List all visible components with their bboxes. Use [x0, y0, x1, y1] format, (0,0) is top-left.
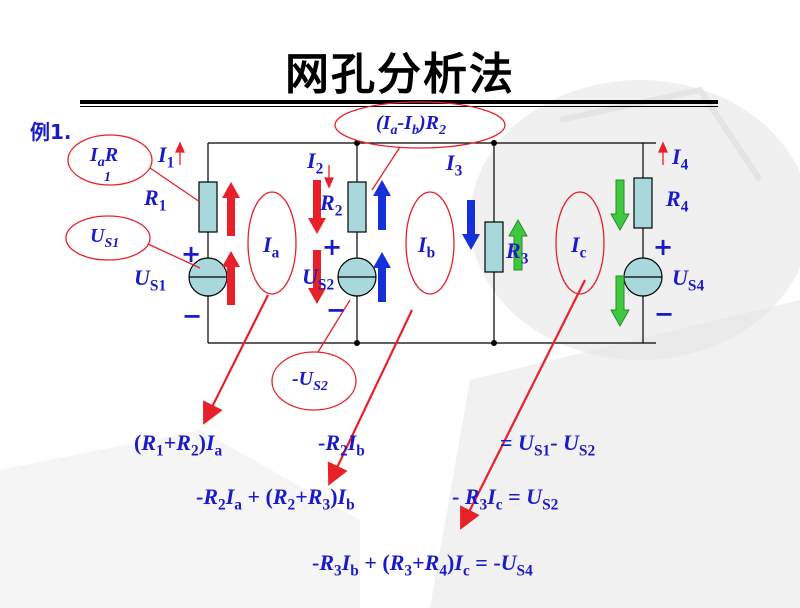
node-bottom-left	[354, 340, 360, 346]
bubble-us1: US1	[90, 225, 120, 251]
label-ia: Ia	[263, 232, 280, 262]
us4-minus: −	[654, 300, 675, 328]
equation-1-left: (R1+R2)Ia	[134, 430, 223, 460]
bubble-ia-r1-sub: 1	[104, 170, 111, 185]
resistor-r4	[633, 177, 653, 229]
mesh-b-arrows	[373, 180, 480, 302]
label-r3: R3	[506, 238, 529, 268]
page-title: 网孔分析法	[285, 49, 515, 100]
label-ic: Ic	[571, 232, 587, 262]
title-underline-thin	[80, 106, 718, 107]
equation-2-left: -R2Ia + (R2+R3)Ib	[196, 484, 355, 514]
label-us1: US1	[134, 265, 167, 295]
circuit-wires	[207, 142, 656, 344]
us1-plus: +	[181, 240, 202, 268]
resistor-r3	[484, 221, 504, 273]
us2-minus: −	[326, 296, 347, 324]
example-label: 例1.	[30, 120, 72, 144]
reference-arrows	[174, 141, 669, 189]
loop-b	[405, 191, 455, 295]
label-i4: I4	[672, 144, 689, 174]
label-i3: I3	[446, 150, 463, 180]
bubble-ia-r1: IaR	[90, 144, 119, 170]
resistor-r1	[198, 181, 218, 233]
label-us4: US4	[672, 265, 705, 295]
us1-minus: −	[182, 302, 203, 330]
label-ib: Ib	[418, 232, 436, 262]
equation-3: -R3Ib + (R3+R4)Ic = -US4	[312, 550, 533, 580]
mesh-c-arrows	[508, 179, 630, 328]
label-i1: I1	[158, 142, 175, 172]
equation-1-right: = US1- US2	[500, 430, 596, 460]
mesh-a-arrows	[222, 180, 326, 305]
node-bottom-right	[491, 340, 497, 346]
equation-2-right: - R3Ic = US2	[452, 484, 559, 514]
pointer-arrows	[203, 279, 586, 530]
us2-plus: +	[322, 233, 343, 261]
node-top-right	[491, 140, 497, 146]
label-r2: R2	[320, 190, 343, 220]
title-underline	[80, 100, 718, 104]
label-r1: R1	[144, 185, 167, 215]
label-us2: US2	[302, 264, 335, 294]
bubble-ia-ib-r2: (Ia-Ib)R2	[376, 112, 446, 138]
equation-1-mid: -R2Ib	[318, 430, 365, 460]
label-r4: R4	[666, 186, 689, 216]
mesh-loops	[247, 191, 605, 295]
label-i2: I2	[307, 148, 324, 178]
bubble-neg-us2: -US2	[292, 368, 328, 394]
resistor-r2	[347, 181, 367, 233]
us4-plus: +	[653, 233, 674, 261]
loop-a	[247, 191, 297, 295]
loop-c	[555, 191, 605, 295]
annotation-bubbles	[65, 101, 506, 411]
